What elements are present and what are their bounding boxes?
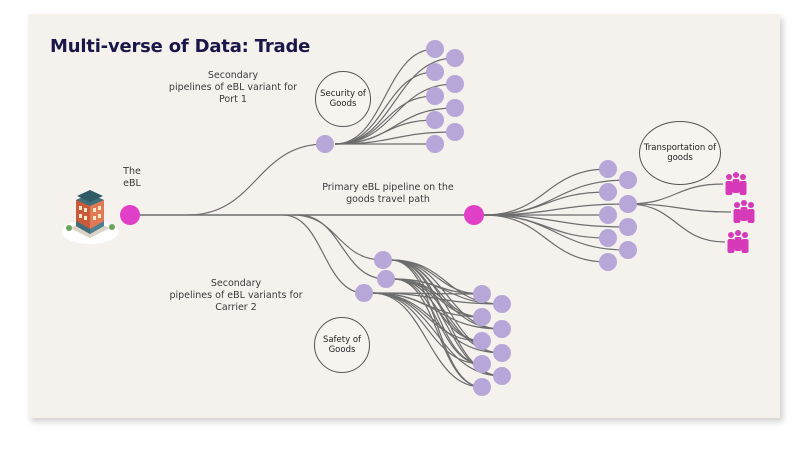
carrier-edge — [371, 292, 483, 365]
carrier-source-node — [374, 251, 392, 269]
port-node — [426, 40, 444, 58]
bubble-safety-of-goods: Safety of Goods — [314, 317, 370, 373]
primary-fan-edge — [483, 214, 629, 251]
ebl-origin-node — [120, 205, 140, 225]
carrier-edge — [371, 292, 483, 388]
building-icon — [62, 190, 118, 244]
branch-edge — [282, 214, 365, 294]
port-edge — [334, 57, 456, 145]
primary-fan-edge — [483, 214, 609, 263]
people-group-icon — [733, 200, 755, 223]
label-the-ebl: The eBL — [123, 166, 141, 189]
label-secondary-port: Secondary pipelines of eBL variant for P… — [168, 70, 298, 105]
carrier-edge — [371, 292, 503, 354]
branch-edge — [297, 214, 387, 280]
carrier-source-node — [355, 284, 373, 302]
slide: Multi-verse of Data: Trade The eBL Secon… — [28, 14, 780, 418]
primary-fan-node — [599, 206, 617, 224]
carrier-edge — [390, 259, 503, 330]
carrier-edge — [371, 292, 503, 305]
port-node — [426, 63, 444, 81]
carrier-node — [493, 344, 511, 362]
carrier-node — [493, 295, 511, 313]
primary-fan-node — [599, 160, 617, 178]
port-node — [426, 87, 444, 105]
carrier-edge — [393, 278, 483, 365]
primary-fan-node — [619, 195, 637, 213]
label-primary-pipeline: Primary eBL pipeline on the goods travel… — [322, 182, 454, 205]
people-group-icon — [725, 172, 747, 195]
carrier-node — [473, 355, 491, 373]
primary-hub-node — [464, 205, 484, 225]
carrier-edge — [371, 292, 503, 330]
carrier-edge — [393, 278, 483, 388]
primary-fan-node — [599, 229, 617, 247]
primary-fan-node — [619, 218, 637, 236]
port-edge — [334, 119, 436, 145]
port-edge — [334, 71, 436, 145]
port-edge — [334, 95, 436, 145]
carrier-source-node — [377, 270, 395, 288]
port-node — [426, 111, 444, 129]
people-edge — [627, 203, 732, 213]
primary-fan-edge — [483, 214, 609, 239]
pipeline-diagram — [120, 40, 732, 396]
carrier-node — [493, 367, 511, 385]
port-node — [446, 49, 464, 67]
carrier-node — [473, 285, 491, 303]
port-source-node — [316, 135, 334, 153]
carrier-node — [473, 332, 491, 350]
bubble-security-of-goods: Security of Goods — [315, 71, 371, 127]
primary-fan-node — [599, 253, 617, 271]
label-secondary-carrier: Secondary pipelines of eBL variants for … — [169, 278, 303, 313]
carrier-node — [473, 378, 491, 396]
primary-fan-edge — [483, 168, 609, 216]
carrier-edge — [390, 259, 483, 365]
carrier-edge — [393, 278, 503, 354]
port-edge — [334, 48, 436, 145]
port-node — [446, 75, 464, 93]
branch-edge — [292, 214, 384, 261]
port-node — [446, 123, 464, 141]
port-node — [446, 99, 464, 117]
people-edge — [627, 183, 724, 205]
primary-fan-node — [619, 241, 637, 259]
carrier-node — [473, 308, 491, 326]
bubble-transportation-of-goods: Transportation of goods — [639, 121, 721, 185]
carrier-node — [493, 320, 511, 338]
branch-edge — [187, 143, 326, 216]
carrier-edge — [393, 278, 503, 330]
primary-fan-edge — [483, 214, 629, 228]
page-title: Multi-verse of Data: Trade — [50, 36, 311, 57]
primary-fan-node — [619, 171, 637, 189]
people-edge — [627, 203, 726, 243]
carrier-edge — [393, 278, 503, 305]
primary-fan-node — [599, 183, 617, 201]
people-group-icon — [727, 230, 749, 253]
primary-fan-edge — [483, 191, 609, 216]
port-node — [426, 135, 444, 153]
